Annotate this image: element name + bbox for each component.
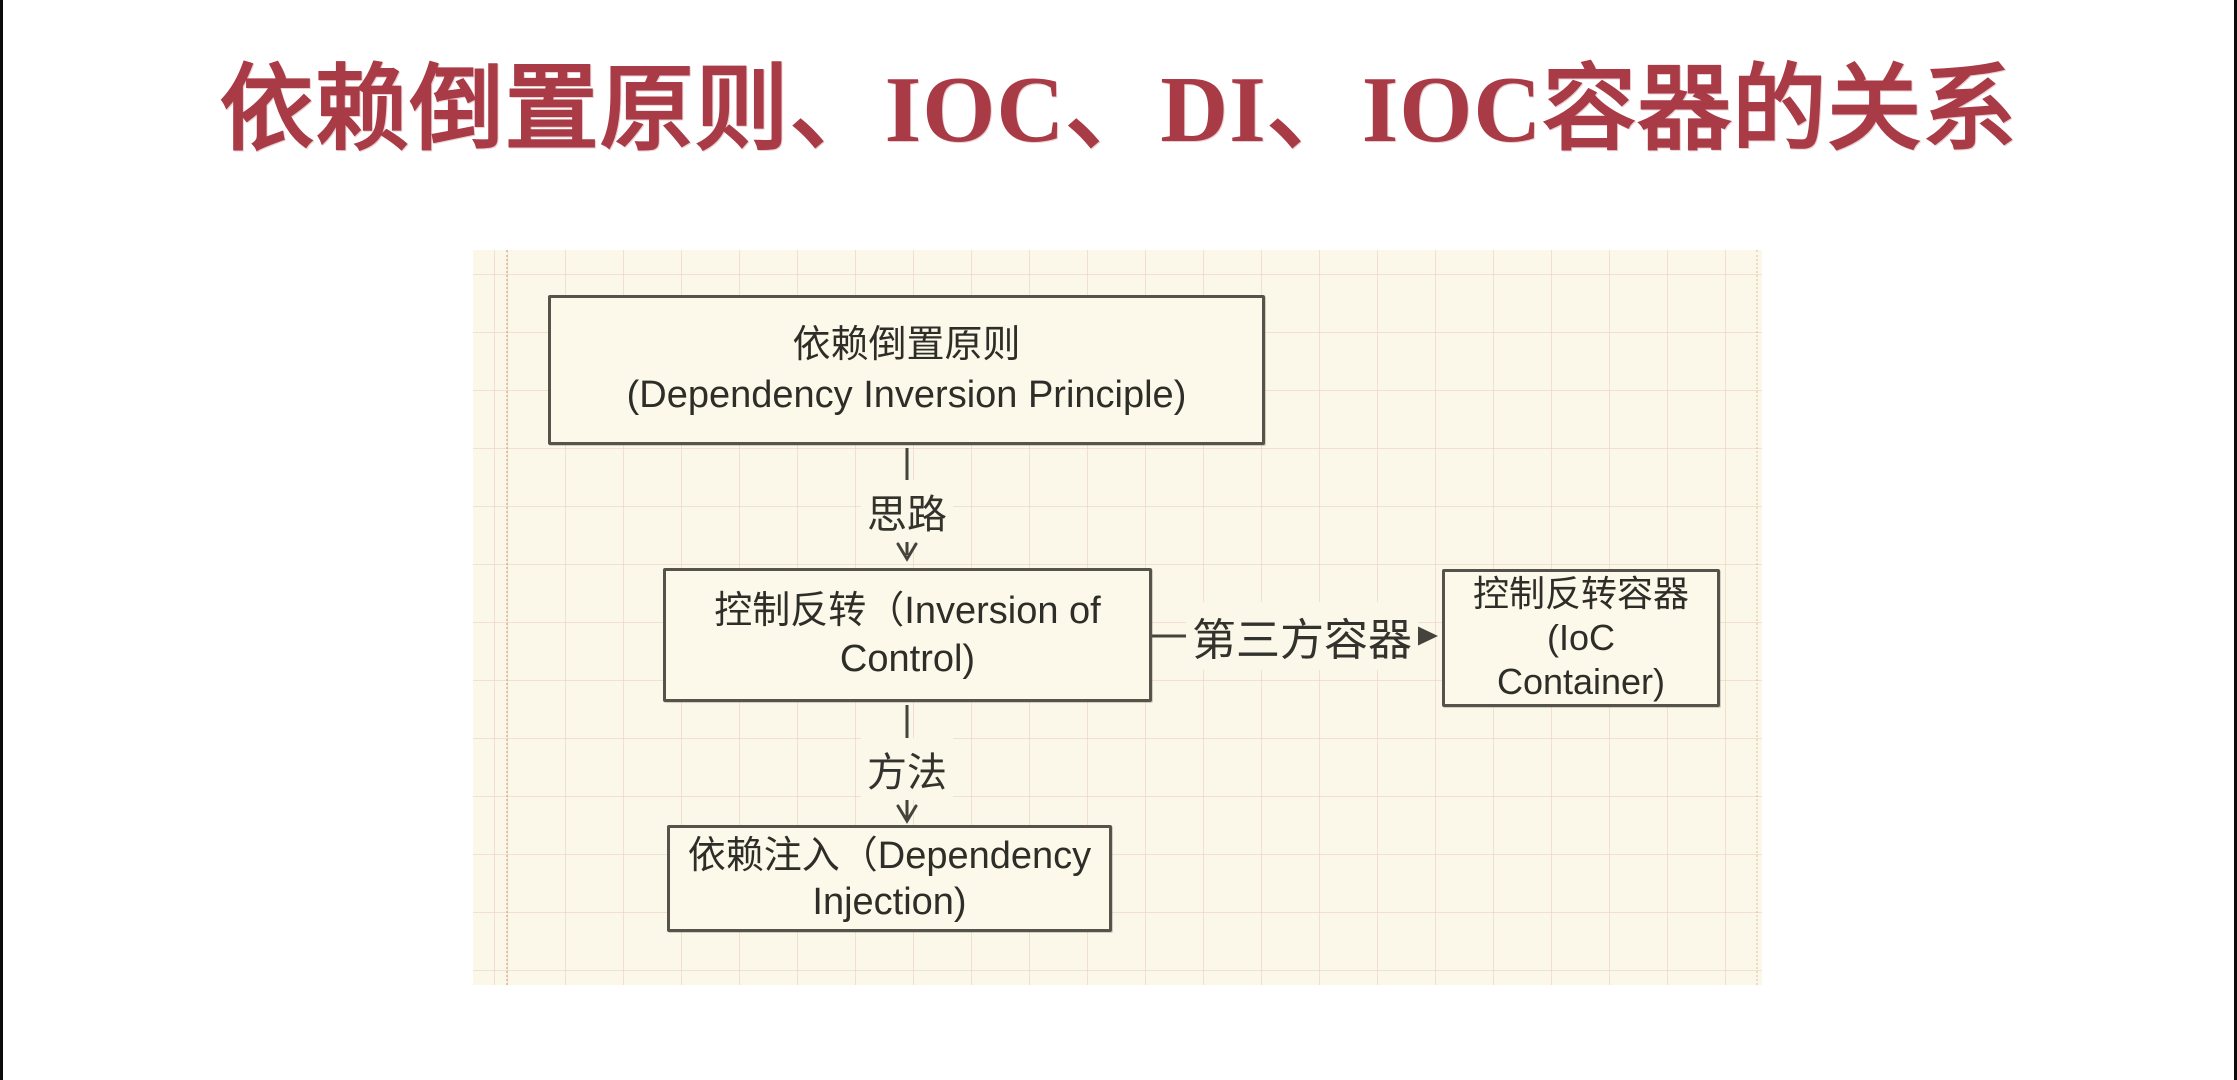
box-ioc-container-line-3: Container)	[1496, 661, 1666, 702]
arrowhead-down-icon	[896, 804, 918, 824]
box-dependency-injection: 依赖注入（Dependency Injection)	[667, 825, 1112, 932]
screen-left-edge-strip	[0, 0, 3, 1080]
edge-label-third-party-container: 第三方容器	[1186, 602, 1418, 670]
box-dependency-inversion-principle: 依赖倒置原则 (Dependency Inversion Principle)	[548, 295, 1265, 445]
arrowhead-down-icon	[896, 542, 918, 562]
edge-label-silu: 思路	[861, 480, 953, 542]
screen-right-edge-strip	[2234, 0, 2237, 1080]
box-di-line-1: 依赖注入（Dependency	[687, 834, 1092, 877]
arrowhead-right-icon	[1417, 626, 1438, 646]
diagram-canvas: 依赖倒置原则 (Dependency Inversion Principle) …	[473, 250, 1762, 985]
grid-dotted-line-right	[1756, 250, 1758, 985]
box-dip-line-zh: 依赖倒置原则	[792, 324, 1021, 366]
box-ioc-container-line-2: (IoC	[1546, 617, 1615, 658]
box-ioc-line-1: 控制反转（Inversion of	[714, 590, 1101, 632]
box-ioc-line-2: Control)	[839, 638, 976, 680]
box-dip-line-en: (Dependency Inversion Principle)	[626, 374, 1187, 416]
page-title: 依赖倒置原则、IOC、DI、IOC容器的关系	[219, 58, 2018, 162]
grid-dotted-line-left	[506, 250, 508, 985]
edge-label-fangfa: 方法	[861, 738, 953, 800]
box-ioc-container: 控制反转容器 (IoC Container)	[1442, 569, 1720, 707]
box-ioc-container-line-1: 控制反转容器	[1472, 573, 1689, 614]
box-di-line-2: Injection)	[812, 880, 967, 923]
box-inversion-of-control: 控制反转（Inversion of Control)	[663, 568, 1152, 702]
